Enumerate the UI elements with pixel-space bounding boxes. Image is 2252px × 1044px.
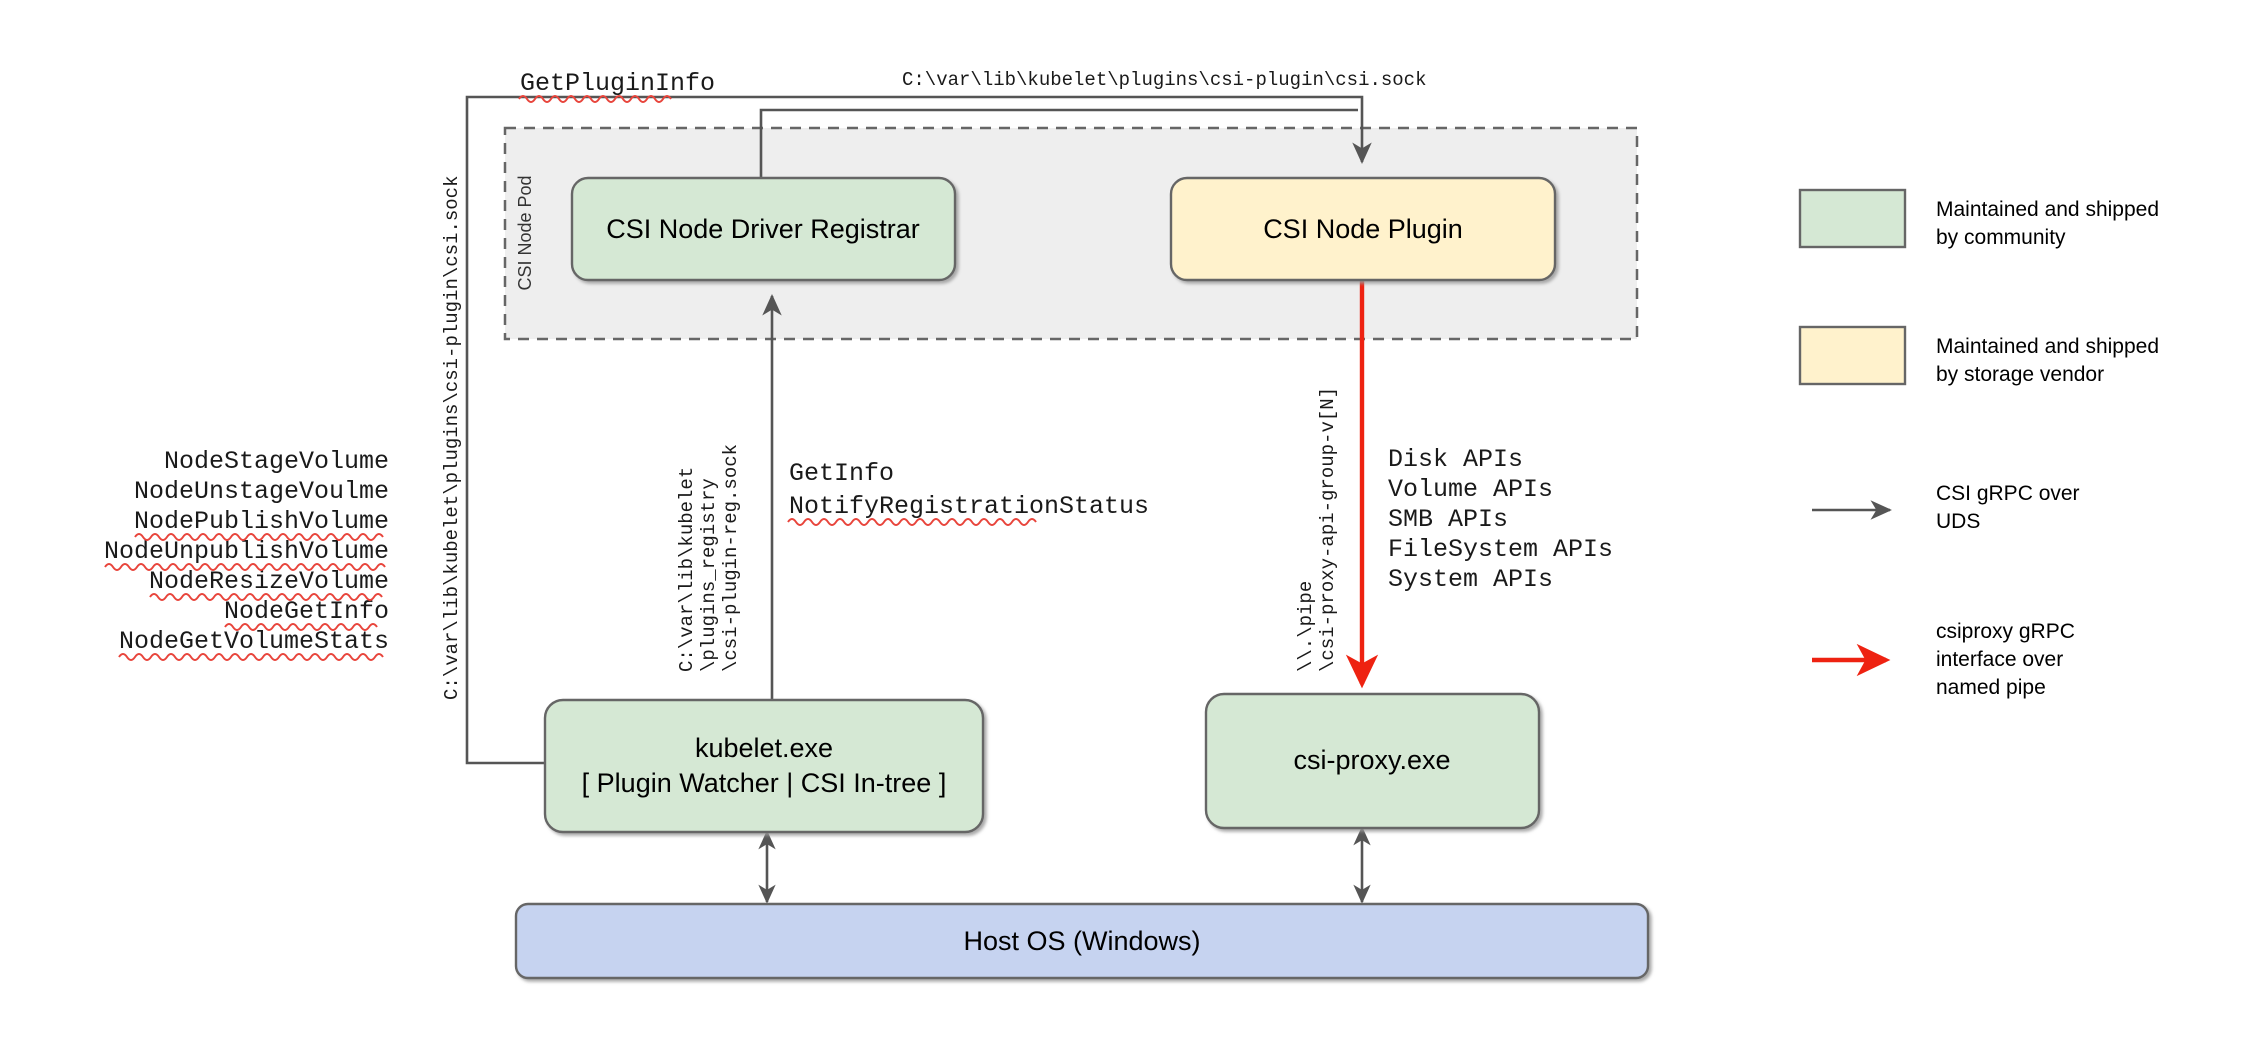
label-get-plugin-info: GetPluginInfo (518, 69, 715, 103)
legend-vendor-line-1: Maintained and shipped (1936, 335, 2159, 358)
legend-community-line-2: by community (1936, 226, 2066, 249)
legend-csiproxy-line-3: named pipe (1936, 676, 2046, 699)
node-service-api-4: NodeResizeVolume (149, 567, 389, 596)
csi-proxy-exe-box[interactable] (1204, 692, 1541, 830)
kubelet-exe-label-line2: [ Plugin Watcher | CSI In-tree ] (582, 768, 947, 798)
node-service-api-6-spellcheck-underline (118, 653, 384, 661)
node-service-api-3: NodeUnpublishVolume (104, 537, 389, 566)
legend-swatch-vendor (1798, 325, 1907, 386)
csi-proxy-exe-label: csi-proxy.exe (1293, 745, 1450, 775)
notifyregistrationstatus-spellcheck-underline (787, 518, 1037, 526)
node-csi-node-plugin[interactable]: CSI Node Plugin (1169, 176, 1557, 282)
label-registrar-calls: GetInfo NotifyRegistrationStatus (787, 459, 1149, 526)
legend-uds-line-1: CSI gRPC over (1936, 482, 2080, 505)
csi-proxy-api-0: Disk APIs (1388, 445, 1523, 474)
csi-node-plugin-box[interactable] (1169, 176, 1557, 282)
named-pipe-line-2: \csi-proxy-api-group-v[N] (1317, 387, 1339, 672)
csi-sock-path-top-text: C:\var\lib\kubelet\plugins\csi-plugin\cs… (902, 69, 1427, 91)
node-csi-node-driver-registrar[interactable]: CSI Node Driver Registrar (570, 176, 957, 282)
edge-csi-sock-path (465, 95, 1372, 765)
edge-getplugininfo-path (759, 108, 1358, 178)
host-os-label: Host OS (Windows) (963, 926, 1200, 956)
legend-item-uds: CSI gRPC over UDS (1812, 482, 2080, 533)
node-service-api-0: NodeStageVolume (164, 447, 389, 476)
label-csi-sock-path-top: C:\var\lib\kubelet\plugins\csi-plugin\cs… (902, 69, 1427, 91)
legend-swatch-community (1798, 188, 1907, 249)
registrar-call-notifyregistrationstatus: NotifyRegistrationStatus (789, 492, 1149, 521)
legend-item-community: Maintained and shipped by community (1798, 188, 2159, 249)
csi-proxy-api-4: System APIs (1388, 565, 1553, 594)
csi-node-plugin-label: CSI Node Plugin (1263, 214, 1463, 244)
csi-proxy-api-2: SMB APIs (1388, 505, 1508, 534)
kubelet-exe-box[interactable] (543, 698, 985, 834)
host-os-box[interactable] (514, 902, 1650, 980)
legend-csiproxy-line-1: csiproxy gRPC (1936, 620, 2075, 643)
node-csi-proxy-exe[interactable]: csi-proxy.exe (1204, 692, 1541, 830)
registry-path-line-2: \plugins_registry (698, 478, 720, 672)
kubelet-exe-label-line1: kubelet.exe (695, 733, 833, 763)
csi-node-driver-registrar-label: CSI Node Driver Registrar (606, 214, 920, 244)
legend-csiproxy-line-2: interface over (1936, 648, 2063, 671)
node-host-os[interactable]: Host OS (Windows) (514, 902, 1650, 980)
get-plugin-info-spellcheck-underline (518, 95, 672, 103)
label-registry-path-vertical: C:\var\lib\kubelet \plugins_registry \cs… (676, 444, 742, 672)
csi-proxy-api-1: Volume APIs (1388, 475, 1553, 504)
node-service-api-2: NodePublishVolume (134, 507, 389, 536)
node-service-api-3-spellcheck-underline (104, 563, 386, 571)
legend-vendor-line-2: by storage vendor (1936, 363, 2104, 386)
label-csi-sock-path-vertical: C:\var\lib\kubelet\plugins\csi-plugin\cs… (441, 176, 463, 701)
registry-path-line-1: C:\var\lib\kubelet (676, 467, 698, 672)
csi-proxy-api-3: FileSystem APIs (1388, 535, 1613, 564)
legend-uds-line-2: UDS (1936, 510, 1980, 533)
legend: Maintained and shipped by community Main… (1798, 188, 2159, 699)
node-service-api-5-spellcheck-underline (224, 623, 378, 631)
label-named-pipe-vertical: \\.\pipe \csi-proxy-api-group-v[N] (1295, 387, 1339, 672)
node-service-api-4-spellcheck-underline (149, 593, 383, 601)
edge-registrar-to-plugin (759, 108, 1358, 178)
named-pipe-line-1: \\.\pipe (1295, 581, 1317, 672)
csi-sock-path-vertical-text: C:\var\lib\kubelet\plugins\csi-plugin\cs… (441, 176, 463, 701)
edge-kubelet-to-csi-node-plugin (465, 95, 1372, 765)
registrar-call-getinfo: GetInfo (789, 459, 894, 488)
node-kubelet-exe[interactable]: kubelet.exe [ Plugin Watcher | CSI In-tr… (543, 698, 985, 834)
registry-path-line-3: \csi-plugin-reg.sock (720, 444, 742, 672)
list-node-service-apis: NodeStageVolume NodeUnstageVoulme NodePu… (104, 447, 389, 661)
legend-item-csiproxy: csiproxy gRPC interface over named pipe (1812, 620, 2075, 699)
node-service-api-5: NodeGetInfo (224, 597, 389, 626)
legend-item-vendor: Maintained and shipped by storage vendor (1798, 325, 2159, 386)
node-service-api-2-spellcheck-underline (134, 533, 384, 541)
csi-node-driver-registrar-box[interactable] (570, 176, 957, 282)
pod-label: CSI Node Pod (515, 175, 535, 290)
legend-community-line-1: Maintained and shipped (1936, 198, 2159, 221)
node-service-api-1: NodeUnstageVoulme (134, 477, 389, 506)
list-csi-proxy-apis: Disk APIs Volume APIs SMB APIs FileSyste… (1388, 445, 1613, 594)
get-plugin-info-text: GetPluginInfo (520, 69, 715, 98)
node-service-api-6: NodeGetVolumeStats (119, 627, 389, 656)
